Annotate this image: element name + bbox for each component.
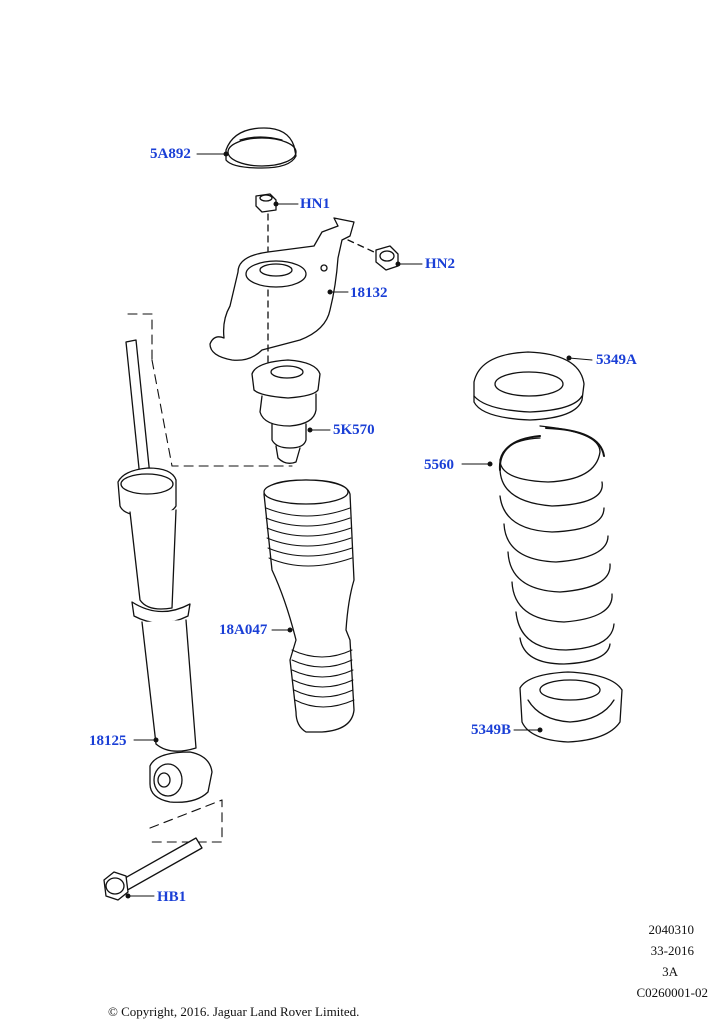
part-5349A-upper-seat[interactable]	[473, 351, 585, 421]
reference-code-3: 3A	[662, 964, 678, 979]
reference-code-4: C0260001-02	[636, 985, 709, 1000]
part-5K570-bumpstop[interactable]	[251, 359, 321, 464]
part-5560-coil-spring[interactable]	[498, 425, 615, 665]
part-HN1-nut[interactable]	[255, 193, 277, 259]
leader-dots	[125, 151, 572, 899]
assembly-dashed-lines	[127, 313, 293, 843]
part-18125-shock-absorber[interactable]	[117, 339, 213, 803]
reference-code-1: 2040310	[648, 922, 695, 937]
label-5K570[interactable]: 5K570	[333, 422, 375, 438]
label-5A892[interactable]: 5A892	[150, 146, 191, 162]
part-18132-bracket[interactable]	[209, 217, 355, 379]
part-HB1-bolt[interactable]	[103, 837, 203, 901]
leader-lines	[127, 153, 593, 897]
label-18A047[interactable]: 18A047	[219, 622, 268, 638]
label-5560[interactable]: 5560	[424, 457, 454, 473]
label-5349B[interactable]: 5349B	[471, 722, 512, 738]
label-HN1[interactable]: HN1	[300, 196, 330, 212]
part-18A047-dustcover[interactable]	[263, 479, 355, 733]
part-HN2-nut[interactable]	[347, 239, 399, 271]
part-5349B-lower-seat[interactable]	[519, 671, 623, 743]
part-5A892-cap[interactable]	[225, 127, 297, 169]
label-18132[interactable]: 18132	[350, 285, 388, 301]
copyright-notice: © Copyright, 2016. Jaguar Land Rover Lim…	[108, 1004, 360, 1019]
label-HN2[interactable]: HN2	[425, 256, 455, 272]
label-18125[interactable]: 18125	[89, 733, 127, 749]
reference-code-2: 33-2016	[650, 943, 694, 958]
label-HB1[interactable]: HB1	[157, 889, 187, 905]
label-5349A[interactable]: 5349A	[596, 352, 637, 368]
